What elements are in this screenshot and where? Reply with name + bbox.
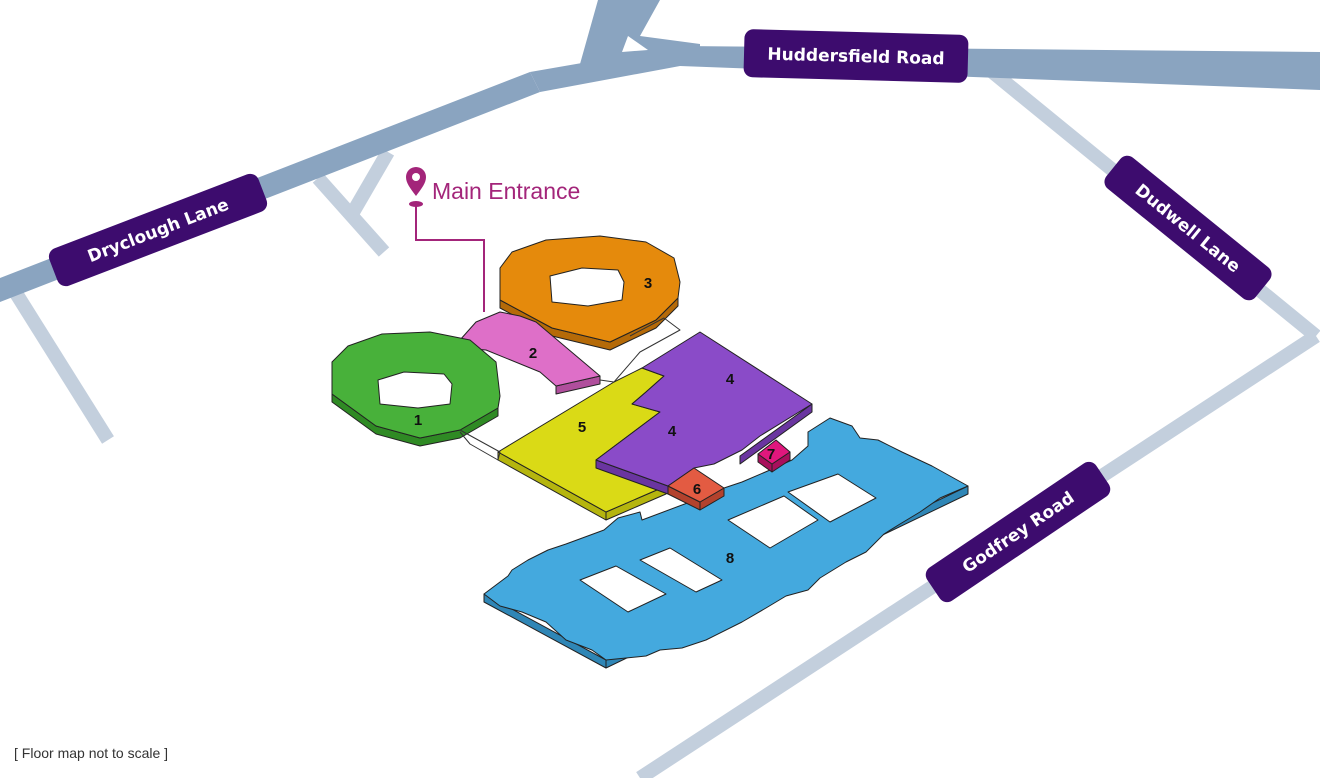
minor-road-spur-a [312,173,390,257]
building-7 [757,439,791,473]
major-road-fork [580,0,700,64]
building-labels: 1 2 3 4 4 5 6 7 8 [414,275,775,567]
road-label-huddersfield: Huddersfield Road [743,29,969,83]
building-8-courtyard-a [727,495,819,549]
building-4-side-b [739,403,813,465]
scale-footnote: [ Floor map not to scale ] [14,745,169,761]
building-6 [667,467,725,511]
road-label-dudwell-text: Dudwell Lane [1131,180,1244,277]
entrance-leader-line [415,206,485,312]
building-label-4-south: 4 [668,423,677,440]
corridor-outline [459,429,501,461]
building-1 [331,331,501,447]
building-8 [483,417,969,669]
road-label-dudwell: Dudwell Lane [1104,155,1272,301]
road-label-godfrey-text: Godfrey Road [959,488,1078,578]
entrance-pin-base [409,201,423,207]
main-entrance[interactable]: Main Entrance [406,167,580,312]
building-3 [499,235,681,351]
building-8-courtyard-b [787,473,877,523]
building-6-roof [667,467,725,503]
building-3-courtyard [549,267,625,307]
building-label-7: 7 [767,446,775,463]
buildings [331,235,969,669]
building-1-courtyard [377,371,453,409]
building-8-courtyard-d [639,547,723,593]
building-label-5: 5 [578,419,586,436]
building-8-roof [483,417,969,661]
entrance-label: Main Entrance [432,178,580,204]
road-label-dryclough: Dryclough Lane [48,173,268,287]
map-pin-icon [406,167,426,196]
building-8-courtyard-c [579,565,667,613]
building-label-1: 1 [414,412,422,429]
building-label-3: 3 [644,275,652,292]
minor-road-spur-b [345,148,395,218]
building-7-roof [757,439,791,465]
building-label-2: 2 [529,345,537,362]
minor-road-left [8,286,114,444]
building-4-roof [595,331,813,487]
building-label-8: 8 [726,550,734,567]
road-label-huddersfield-text: Huddersfield Road [767,45,945,70]
building-label-6: 6 [693,481,701,498]
corridor-outline-b [599,317,681,383]
road-fork-island [622,36,648,52]
building-label-4-north: 4 [726,371,735,388]
building-4 [595,331,813,495]
